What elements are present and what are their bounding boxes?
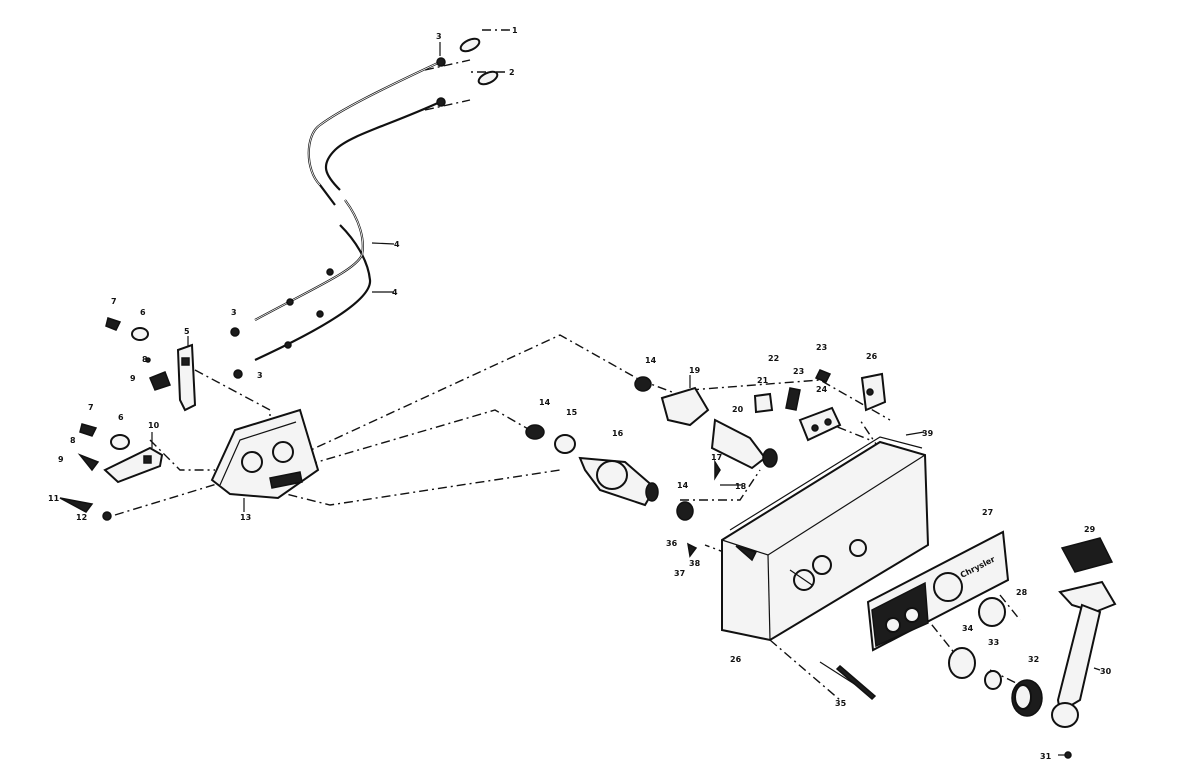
callout-4: 4 xyxy=(394,240,400,249)
callout-38: 38 xyxy=(689,559,701,568)
callout-7: 7 xyxy=(88,403,94,412)
callout-2: 2 xyxy=(509,68,515,77)
callout-26: 26 xyxy=(866,352,878,361)
callout-22: 22 xyxy=(768,354,779,363)
nameplate: Chrysler xyxy=(866,530,1010,652)
callout-3: 3 xyxy=(257,371,263,380)
callout-31: 31 xyxy=(1040,752,1052,761)
callout-33: 33 xyxy=(988,638,999,647)
callout-4: 4 xyxy=(392,288,398,297)
callout-21: 21 xyxy=(757,376,769,385)
callout-16: 16 xyxy=(612,429,624,438)
switch-bracket-parts xyxy=(753,369,887,442)
callout-28: 28 xyxy=(1016,588,1028,597)
shift-linkage-parts xyxy=(59,317,197,521)
knob-and-handle-parts xyxy=(687,537,1117,759)
callout-3: 3 xyxy=(436,32,442,41)
callout-30: 30 xyxy=(1100,667,1112,676)
callout-23: 23 xyxy=(793,367,804,376)
callout-39: 39 xyxy=(922,429,934,438)
callout-6: 6 xyxy=(140,308,146,317)
leader-lines xyxy=(151,42,1101,756)
callout-29: 29 xyxy=(1084,525,1096,534)
callout-23: 23 xyxy=(816,343,827,352)
callout-10: 10 xyxy=(148,421,160,430)
throttle-shift-cables xyxy=(230,37,499,379)
callout-37: 37 xyxy=(674,569,685,578)
callout-15: 15 xyxy=(566,408,578,417)
callout-35: 35 xyxy=(835,699,847,708)
callout-labels: 1 2 3 3 3 4 4 5 6 6 7 7 8 8 9 9 10 11 12… xyxy=(48,26,1112,761)
callout-24: 24 xyxy=(816,385,828,394)
shaft-and-detent-parts xyxy=(525,376,778,521)
callout-8: 8 xyxy=(142,355,148,364)
callout-34: 34 xyxy=(962,624,974,633)
callout-27: 27 xyxy=(982,508,993,517)
callout-8: 8 xyxy=(70,436,76,445)
callout-3: 3 xyxy=(231,308,237,317)
callout-18: 18 xyxy=(735,482,747,491)
callout-12: 12 xyxy=(76,513,87,522)
callout-32: 32 xyxy=(1028,655,1039,664)
callout-19: 19 xyxy=(689,366,701,375)
callout-20: 20 xyxy=(732,405,744,414)
callout-9: 9 xyxy=(58,455,64,464)
callout-9: 9 xyxy=(130,374,136,383)
callout-6: 6 xyxy=(118,413,124,422)
callout-7: 7 xyxy=(111,297,117,306)
callout-14: 14 xyxy=(677,481,689,490)
callout-1: 1 xyxy=(512,26,518,35)
callout-14: 14 xyxy=(539,398,551,407)
callout-13: 13 xyxy=(240,513,251,522)
callout-17: 17 xyxy=(711,453,722,462)
callout-14: 14 xyxy=(645,356,657,365)
callout-26: 26 xyxy=(730,655,742,664)
mounting-plate xyxy=(210,408,320,500)
callout-5: 5 xyxy=(184,327,190,336)
callout-36: 36 xyxy=(666,539,678,548)
callout-11: 11 xyxy=(48,494,60,503)
control-box-housing xyxy=(721,436,930,642)
